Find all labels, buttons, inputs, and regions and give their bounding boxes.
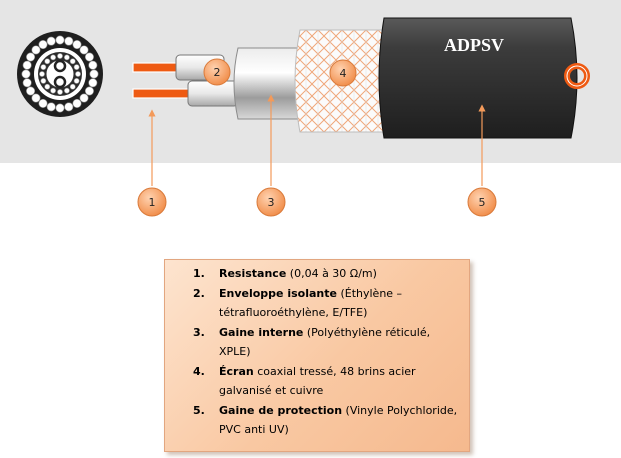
strand [84, 86, 94, 96]
legend-desc: (0,04 à 30 Ω/m) [286, 267, 377, 280]
legend-text: Gaine de protection (Vinyle Polychloride… [219, 401, 459, 440]
legend-term: Écran [219, 364, 254, 378]
strand [55, 103, 65, 113]
strand [72, 40, 82, 50]
callout-label-3: 3 [268, 196, 275, 209]
resistance-wire-bottom [132, 88, 194, 99]
strand [64, 36, 74, 46]
legend-desc: (Vinyle Polychloride, PVC anti UV) [219, 403, 458, 437]
strand [38, 98, 48, 108]
legend-desc: coaxial tressé, 48 brins acier galvanisé… [219, 364, 416, 398]
strand [64, 102, 74, 112]
callout-badge-2: 2 [203, 58, 231, 86]
strand [69, 58, 76, 65]
end-ring-highlight [566, 65, 588, 87]
strand [88, 78, 98, 88]
outer-jacket [378, 17, 578, 139]
legend-item-4: 4. Écran coaxial tressé, 48 brins acier … [193, 362, 459, 401]
strand [40, 64, 47, 71]
callout-badge-3: 3 [256, 187, 286, 217]
legend-list: 1. Resistance (0,04 à 30 Ω/m) 2. Envelop… [193, 264, 459, 440]
callout-label-4: 4 [340, 67, 347, 80]
legend-number: 3. [193, 325, 205, 339]
callout-badge-4: 4 [329, 59, 357, 87]
callout-label-5: 5 [479, 196, 486, 209]
strand [44, 83, 51, 90]
legend-desc: (Éthylène – tétrafluoroéthylène, E/TFE) [219, 286, 403, 320]
legend-term: Enveloppe isolante [219, 286, 337, 300]
legend-number: 5. [193, 403, 205, 417]
strand [50, 87, 57, 94]
strand [73, 64, 80, 71]
legend-term: Resistance [219, 267, 287, 280]
strand [79, 45, 89, 55]
strand [73, 77, 80, 84]
strand [46, 36, 56, 46]
strand [75, 71, 81, 77]
legend-text: Écran coaxial tressé, 48 brins acier gal… [219, 362, 459, 401]
legend-desc: (Polyéthylène réticulé, XPLE) [219, 325, 431, 359]
strand [26, 86, 36, 96]
strand [50, 54, 57, 61]
strand [46, 102, 56, 112]
callout-label-1: 1 [149, 196, 156, 209]
legend-item-3: 3. Gaine interne (Polyéthylène réticulé,… [193, 323, 459, 362]
callout-badge-1: 1 [137, 187, 167, 217]
strand [57, 89, 63, 95]
legend-item-1: 1. Resistance (0,04 à 30 Ω/m) [193, 264, 459, 284]
strand [63, 54, 70, 61]
strand [63, 87, 70, 94]
strand [55, 35, 65, 45]
strand [72, 98, 82, 108]
legend-text: Enveloppe isolante (Éthylène – tétrafluo… [219, 284, 459, 323]
strand [39, 71, 45, 77]
strand [26, 52, 36, 62]
strand [79, 93, 89, 103]
strand [22, 60, 32, 70]
cable-cross-section-icon [17, 31, 103, 117]
leader-lines [148, 94, 486, 186]
brand-label: ADPSV [444, 35, 504, 55]
legend-number: 1. [193, 267, 205, 280]
strand [44, 58, 51, 65]
legend-text: Resistance (0,04 à 30 Ω/m) [219, 264, 459, 284]
strand [84, 52, 94, 62]
legend-term: Gaine de protection [219, 403, 343, 417]
strand [22, 78, 32, 88]
legend-term: Gaine interne [219, 325, 304, 339]
callout-badge-5: 5 [467, 187, 497, 217]
strand [88, 60, 98, 70]
strand [31, 45, 41, 55]
legend-number: 2. [193, 286, 205, 300]
strand [21, 69, 31, 79]
legend-item-2: 2. Enveloppe isolante (Éthylène – tétraf… [193, 284, 459, 323]
cable-illustration: ADPSV [132, 17, 590, 139]
resistance-wire-top [132, 62, 182, 73]
legend-item-5: 5. Gaine de protection (Vinyle Polychlor… [193, 401, 459, 440]
callout-label-2: 2 [214, 66, 221, 79]
strand [40, 77, 47, 84]
strand [89, 69, 99, 79]
legend-text: Gaine interne (Polyéthylène réticulé, XP… [219, 323, 459, 362]
strand [57, 53, 63, 59]
strand [38, 40, 48, 50]
legend-box: 1. Resistance (0,04 à 30 Ω/m) 2. Envelop… [164, 259, 470, 452]
strand [69, 83, 76, 90]
legend-number: 4. [193, 364, 205, 378]
strand [31, 93, 41, 103]
